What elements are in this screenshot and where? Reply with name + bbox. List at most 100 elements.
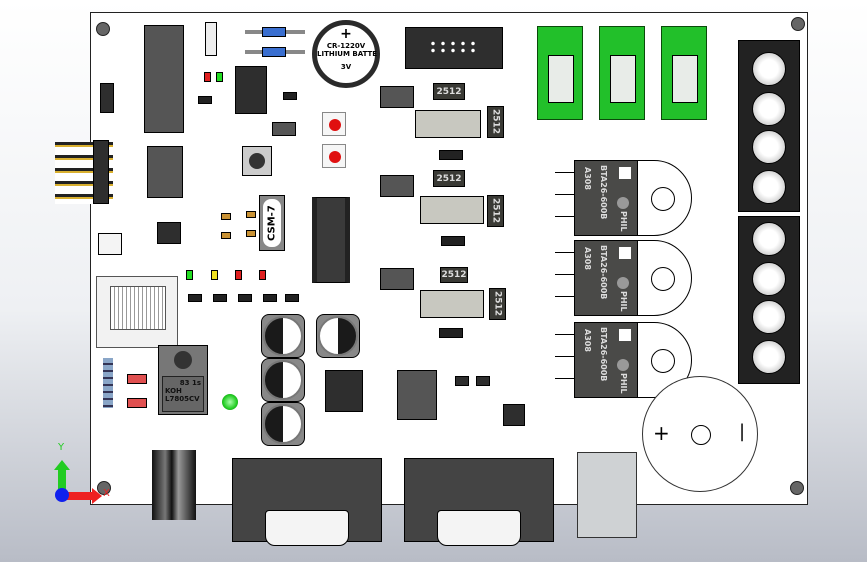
relay (599, 26, 645, 120)
regulator-brand: KOH (165, 387, 182, 395)
triac-brand: PHIL (619, 373, 628, 394)
soic-chip (157, 222, 181, 244)
led-green (186, 270, 193, 280)
dip-switch-4[interactable] (397, 370, 437, 420)
smd-capacitor (221, 232, 231, 239)
idc-pins (428, 40, 480, 54)
terminal-screw[interactable] (752, 340, 786, 374)
crystal: CSM-7 (259, 195, 285, 251)
mounting-hole (791, 17, 805, 31)
db9-shell (437, 510, 521, 546)
smd-resistor (439, 150, 463, 160)
regulator-code: 83 1s (179, 379, 201, 387)
smd-resistor (188, 294, 202, 302)
regulator-part: L7805CV (165, 395, 200, 403)
relay (661, 26, 707, 120)
smd-resistor (213, 294, 227, 302)
usb-connector[interactable] (98, 233, 122, 255)
smd-capacitor-red (127, 398, 147, 408)
led-green (216, 72, 223, 82)
triac-part: BTA26-600B (599, 245, 608, 300)
mounting-hole (790, 481, 804, 495)
triac: BTA26-600B A308 PHIL (574, 322, 638, 398)
electrolytic-capacitor (261, 358, 305, 402)
smd-capacitor (221, 213, 231, 220)
terminal-screw[interactable] (752, 52, 786, 86)
terminal-screw[interactable] (752, 130, 786, 164)
x-axis-arrowhead (92, 488, 102, 504)
triac-brand: PHIL (619, 211, 628, 232)
triac: BTA26-600B A308 PHIL (574, 160, 638, 236)
x-axis-label: X (103, 488, 110, 499)
buzzer-minus: | (739, 421, 746, 442)
pin-header-3 (100, 83, 114, 113)
terminal-screw[interactable] (752, 222, 786, 256)
electrolytic-capacitor (316, 314, 360, 358)
tact-switch[interactable] (322, 112, 346, 136)
x-axis-arrow (64, 492, 94, 500)
smd-capacitor-red (127, 374, 147, 384)
usb-b-connector[interactable] (577, 452, 637, 538)
battery-model: CR-1220V (326, 42, 366, 50)
diode (262, 47, 286, 57)
battery-voltage: 3V (340, 63, 352, 71)
battery-plus: + (340, 26, 352, 42)
smd-resistor (198, 96, 212, 104)
led-yellow (211, 270, 218, 280)
smd-resistor (441, 236, 465, 246)
tact-switch[interactable] (322, 144, 346, 168)
y-axis-arrow (58, 466, 66, 496)
terminal-screw[interactable] (752, 262, 786, 296)
resistor-2512: 2512 (433, 170, 465, 187)
dc-power-jack[interactable] (152, 450, 196, 520)
smd-transistor (455, 376, 469, 386)
microcontroller-soic28 (312, 197, 350, 283)
smd-diode (272, 122, 296, 136)
relay (537, 26, 583, 120)
electrolytic-capacitor (261, 314, 305, 358)
header-body (93, 140, 109, 204)
coin-battery: + CR-1220V LITHIUM BATTE 3V (312, 20, 380, 88)
rj11-contacts (110, 286, 166, 330)
optocoupler (380, 268, 414, 290)
led-red (204, 72, 211, 82)
y-axis-arrowhead (54, 460, 70, 470)
terminal-screw[interactable] (752, 300, 786, 334)
triac-code: A308 (583, 167, 592, 190)
resistor-2512: 2512 (433, 83, 465, 100)
smd-capacitor (246, 211, 256, 218)
varistor (415, 110, 481, 138)
varistor (420, 196, 484, 224)
dip-switch-4[interactable] (147, 146, 183, 198)
db9-shell (265, 510, 349, 546)
led-red (235, 270, 242, 280)
terminal-screw[interactable] (752, 92, 786, 126)
smd-capacitor (246, 230, 256, 237)
resistor-2512: 2512 (487, 106, 504, 138)
smd-resistor (238, 294, 252, 302)
reset-button[interactable] (242, 146, 272, 176)
smd-transistor (476, 376, 490, 386)
terminal-screw[interactable] (752, 170, 786, 204)
dip-switch-8[interactable] (144, 25, 184, 133)
voltage-regulator: 83 1s KOH L7805CV (158, 345, 208, 415)
buzzer: + | (642, 376, 758, 492)
triac-code: A308 (583, 247, 592, 270)
smd-resistor (285, 294, 299, 302)
triac-leads (555, 252, 575, 307)
resistor-2512: 2512 (487, 195, 504, 227)
capacitor-ceramic (205, 22, 217, 56)
smd-resistor (263, 294, 277, 302)
buzzer-plus: + (653, 421, 670, 445)
mounting-hole (96, 22, 110, 36)
triac-leads (555, 334, 575, 389)
dip8-chip (235, 66, 267, 114)
soic8-chip (503, 404, 525, 426)
resistor-2512: 2512 (440, 267, 468, 283)
varistor (420, 290, 484, 318)
axial-resistor (103, 358, 113, 408)
electrolytic-capacitor (261, 402, 305, 446)
y-axis-label: Y (58, 442, 65, 453)
optocoupler (380, 175, 414, 197)
smd-resistor (283, 92, 297, 100)
